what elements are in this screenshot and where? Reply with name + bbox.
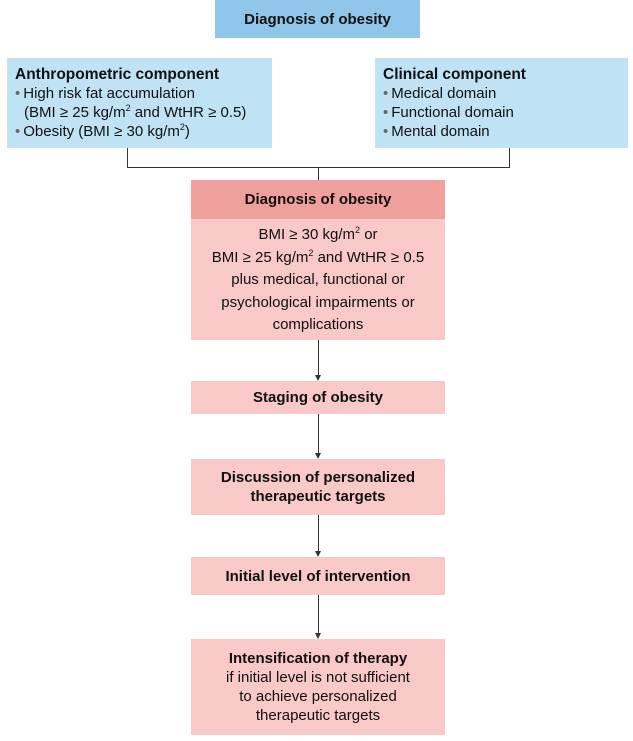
anthropometric-item-fat-criteria: (BMI ≥ 25 kg/m2 and WtHR ≥ 0.5) — [24, 103, 247, 122]
clinical-title: Clinical component — [383, 66, 526, 83]
bullet-icon: • — [15, 123, 21, 140]
initial-intervention-title: Initial level of intervention — [225, 567, 411, 585]
diagnosis-criteria-line5: complications — [272, 316, 364, 334]
diagnosis-criteria-line1: BMI ≥ 30 kg/m2 or — [258, 225, 378, 244]
bullet-icon: • — [383, 123, 389, 140]
clinical-item-mental: •Mental domain — [383, 123, 490, 140]
bullet-icon: • — [383, 104, 389, 121]
clinical-component-box: Clinical component •Medical domain •Func… — [375, 58, 628, 148]
diagnosis-criteria-line4: psychological impairments or — [221, 293, 415, 311]
staging-title: Staging of obesity — [252, 389, 383, 406]
diagnosis-criteria-line2: BMI ≥ 25 kg/m2 and WtHR ≥ 0.5 — [211, 247, 425, 266]
arrow-head-icon-4 — [315, 633, 321, 639]
arrow-head-icon-1 — [315, 375, 321, 381]
intensification-line1: if initial level is not sufficient — [226, 669, 410, 686]
arrow-shaft-4 — [318, 595, 319, 634]
anthropometric-item-obesity: •Obesity (BMI ≥ 30 kg/m2) — [15, 122, 190, 141]
clinical-item-functional: •Functional domain — [383, 104, 514, 121]
diagnosis-box-criteria: BMI ≥ 30 kg/m2 or BMI ≥ 25 kg/m2 and WtH… — [191, 219, 445, 340]
arrow-head-icon-2 — [315, 453, 321, 459]
connector-left-drop — [127, 148, 128, 168]
connector-center-drop — [318, 167, 319, 180]
discussion-box: Discussion of personalized therapeutic t… — [191, 459, 445, 515]
arrow-head-icon-3 — [315, 551, 321, 557]
intensification-line2: to achieve personalized — [239, 688, 397, 705]
anthropometric-title: Anthropometric component — [15, 66, 220, 83]
anthropometric-component-box: Anthropometric component •High risk fat … — [7, 58, 272, 148]
arrow-shaft-1 — [318, 340, 319, 376]
discussion-line1: Discussion of personalized — [220, 469, 416, 486]
intensification-line3: therapeutic targets — [255, 707, 381, 724]
arrow-shaft-2 — [318, 414, 319, 454]
intensification-title: Intensification of therapy — [228, 650, 408, 667]
arrow-shaft-3 — [318, 515, 319, 552]
discussion-line2: therapeutic targets — [250, 488, 386, 505]
connector-right-drop — [509, 148, 510, 168]
anthropometric-item-fat: •High risk fat accumulation — [15, 85, 196, 102]
diagnosis-criteria-line3: plus medical, functional or — [231, 271, 405, 289]
intensification-box: Intensification of therapy if initial le… — [191, 639, 445, 735]
staging-box: Staging of obesity — [191, 381, 445, 414]
diagnosis-box-title: Diagnosis of obesity — [191, 180, 445, 219]
initial-intervention-box: Initial level of intervention — [191, 557, 445, 595]
clinical-item-medical: •Medical domain — [383, 85, 497, 102]
bullet-icon: • — [383, 85, 389, 102]
top-title: Diagnosis of obesity — [215, 0, 420, 38]
bullet-icon: • — [15, 85, 21, 102]
